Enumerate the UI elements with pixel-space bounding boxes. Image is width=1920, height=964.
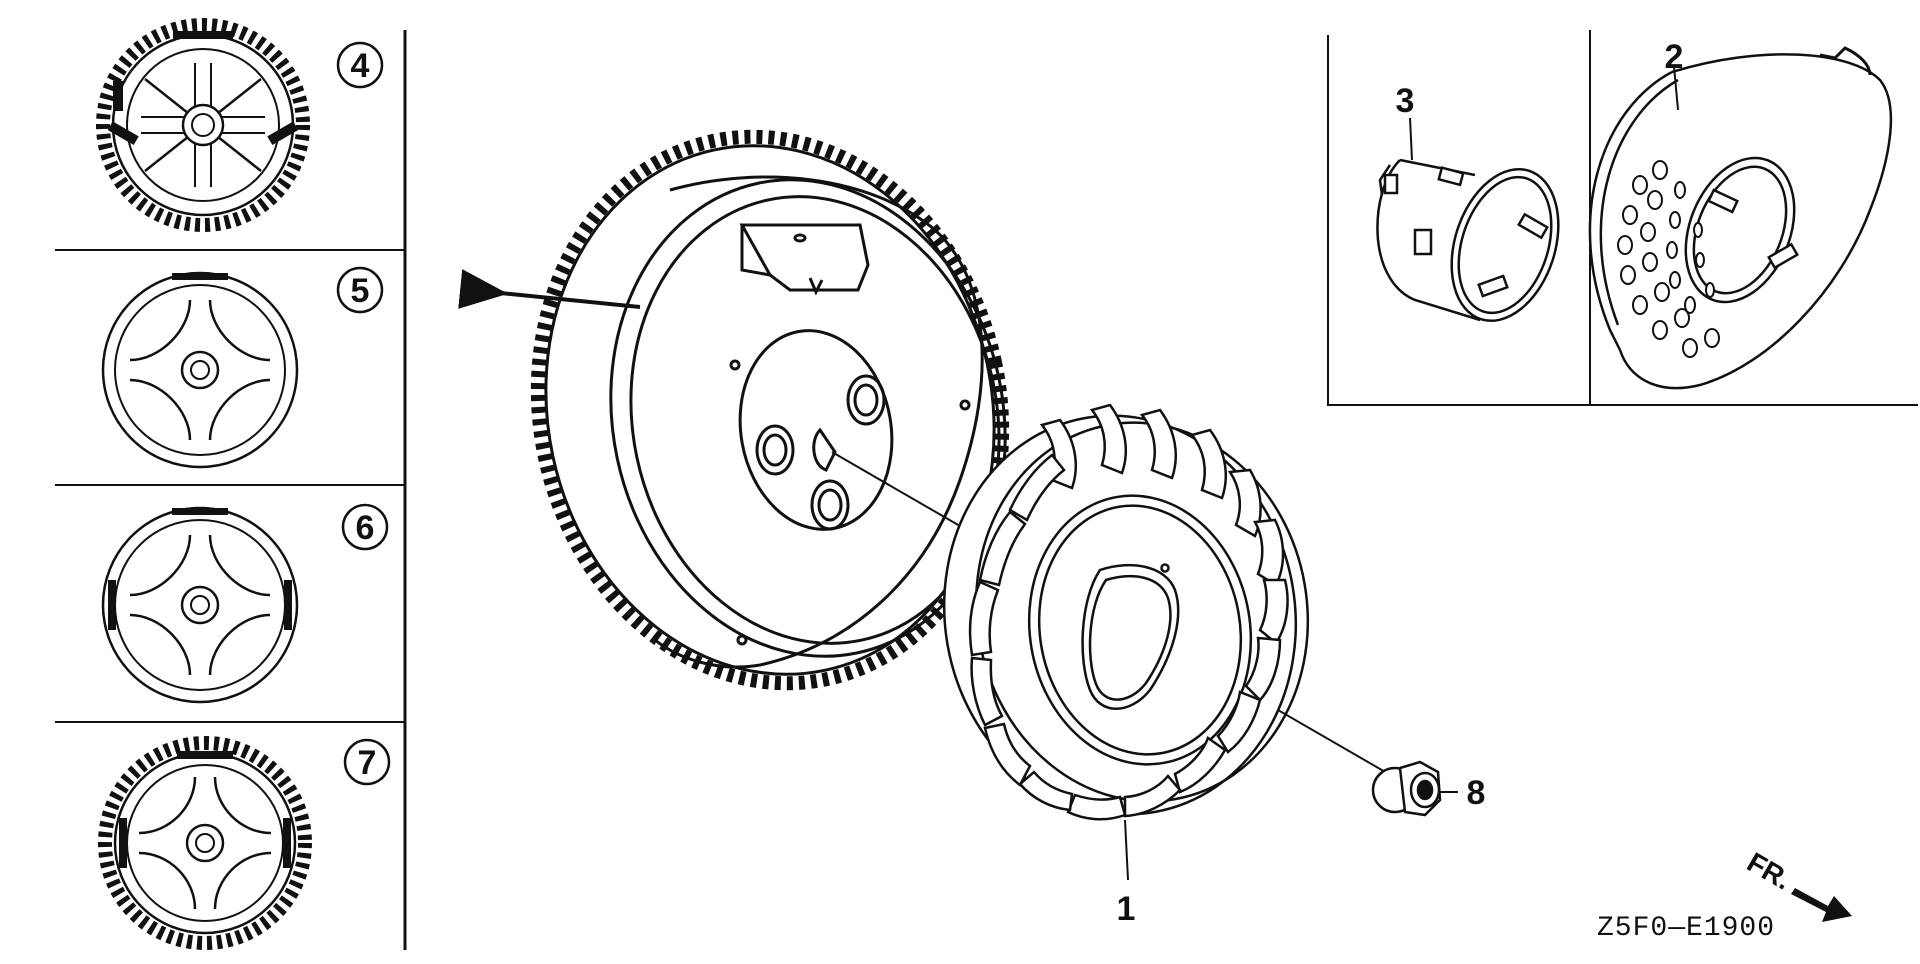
front-arrow-icon — [1791, 888, 1852, 922]
variant-4-flywheel — [96, 18, 310, 232]
fan-blades — [968, 403, 1289, 821]
callout-3: 3 — [1396, 82, 1415, 161]
variant-number-6: 6 — [356, 509, 375, 547]
starter-cup — [1376, 158, 1560, 323]
flywheel — [530, 129, 1010, 691]
front-direction-indicator: FR. — [1742, 846, 1852, 922]
callout-number-3: 3 — [1396, 82, 1415, 120]
pulley-holes — [1617, 160, 1720, 358]
variants-panel — [55, 30, 407, 950]
front-label: FR. — [1742, 846, 1797, 895]
variant-5-flywheel — [101, 271, 299, 469]
starter-pulley — [1588, 46, 1893, 390]
drawing-code: Z5F0—E1900 — [1597, 913, 1775, 944]
variant-6-label: 6 — [341, 503, 389, 551]
variant-number-7: 7 — [358, 744, 377, 782]
variant-arrow — [458, 269, 641, 309]
callout-number-2: 2 — [1665, 38, 1684, 76]
variant-number-5: 5 — [351, 272, 370, 310]
callout-2: 2 — [1665, 38, 1684, 111]
variant-7-flywheel — [98, 736, 312, 950]
callout-number-8: 8 — [1467, 774, 1486, 812]
variant-4-label: 4 — [336, 41, 384, 89]
variant-number-4: 4 — [351, 47, 370, 85]
variant-5-label: 5 — [336, 266, 384, 314]
callout-number-1: 1 — [1117, 890, 1136, 928]
flange-nut — [1371, 760, 1442, 817]
callout-1: 1 — [1117, 819, 1136, 928]
callout-8: 8 — [1440, 774, 1485, 812]
cooling-fan — [942, 414, 1310, 816]
variant-6-flywheel — [101, 506, 299, 704]
variant-7-label: 7 — [343, 738, 391, 786]
